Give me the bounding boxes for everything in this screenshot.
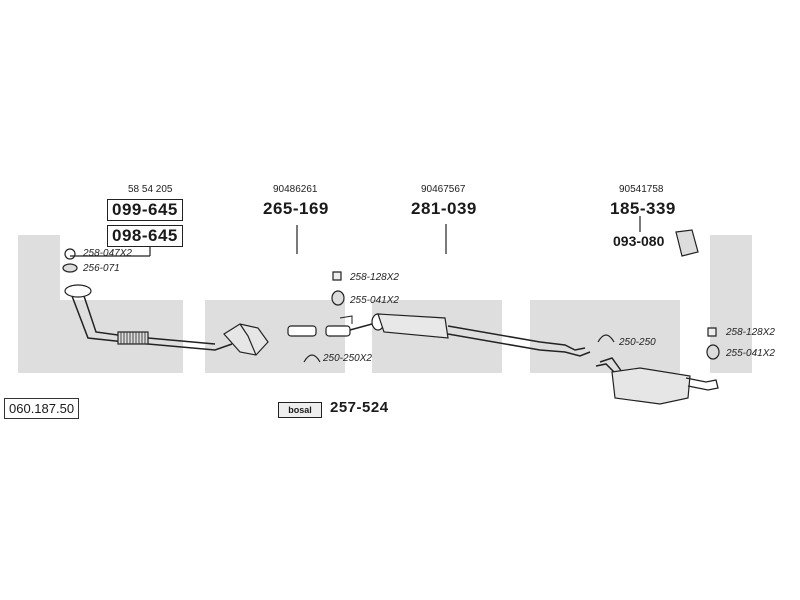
clamp-icon-250-250x2: [303, 354, 321, 363]
intermediate-pipe: [287, 325, 317, 337]
tailpipe: [685, 377, 719, 391]
part-number[interactable]: 265-169: [263, 199, 329, 218]
hanger-icon-258-128-b: [707, 327, 717, 337]
part-number-box[interactable]: 098-645: [107, 225, 183, 247]
oe-number: 90486261: [273, 184, 318, 195]
diagram-number: 060.187.50: [4, 398, 80, 419]
oe-number: 58 54 205: [128, 184, 173, 195]
oe-number: 90541758: [619, 184, 664, 195]
ring-icon-256-071: [62, 263, 78, 273]
part-number-box[interactable]: 099-645: [107, 199, 183, 221]
small-part-label[interactable]: 250-250: [619, 337, 656, 348]
small-part-label[interactable]: 250-250X2: [323, 353, 372, 364]
small-part-label[interactable]: 258-047X2: [83, 248, 132, 259]
part-number[interactable]: 281-039: [411, 199, 477, 218]
small-part-label[interactable]: 255-041X2: [350, 295, 399, 306]
gasket-icon-258-047: [64, 248, 76, 260]
hanger-icon-258-128-a: [332, 271, 342, 281]
middle-muffler: [377, 313, 449, 339]
rubber-icon-255-041-a: [331, 290, 345, 306]
front-flange: [64, 284, 92, 298]
rubber-icon-255-041-b: [706, 344, 720, 360]
small-part-label[interactable]: 256-071: [83, 263, 120, 274]
small-part-label[interactable]: 255-041X2: [726, 348, 775, 359]
clamp-icon-250-250: [597, 334, 615, 343]
mount-icon-093-080: [675, 229, 699, 257]
small-part-label[interactable]: 258-128X2: [726, 327, 775, 338]
small-part-label[interactable]: 258-128X2: [350, 272, 399, 283]
part-number[interactable]: 185-339: [610, 199, 676, 218]
catalytic-converter: [223, 323, 269, 356]
front-pipe: [71, 295, 233, 351]
bosal-kit-logo: bosal: [278, 402, 322, 418]
kit-part-number[interactable]: 257-524: [330, 399, 389, 416]
tail-connect-pipe: [447, 325, 586, 351]
oe-number: 90467567: [421, 184, 466, 195]
rear-muffler: [611, 367, 691, 405]
part-number[interactable]: 093-080: [613, 233, 665, 249]
